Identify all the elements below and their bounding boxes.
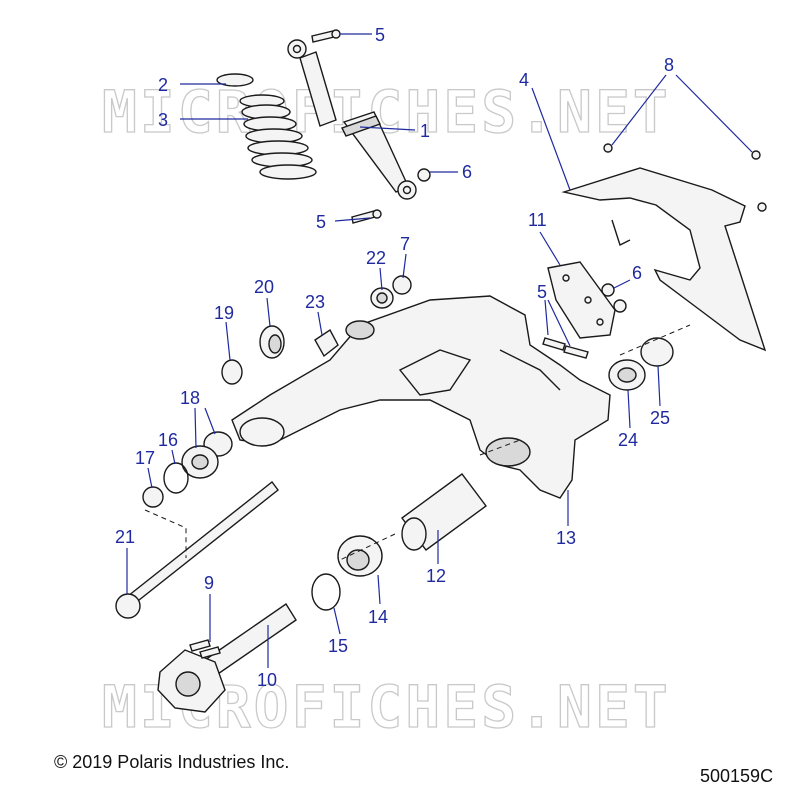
bushing-19 (221, 359, 243, 385)
washer-17 (142, 486, 164, 508)
chain-guard (561, 143, 767, 352)
callout-11: 11 (528, 210, 547, 230)
callout-2: 2 (158, 75, 168, 95)
bushing-25 (640, 337, 674, 367)
bolt-top (311, 29, 341, 43)
swing-arm (231, 295, 611, 499)
bushing-7 (392, 275, 412, 295)
coil-spring (216, 73, 317, 180)
callout-16: 16 (158, 430, 178, 450)
snap-ring-15 (311, 573, 341, 611)
callout-20: 20 (254, 277, 274, 297)
callout-3: 3 (158, 110, 168, 130)
drive-shaft (157, 603, 297, 713)
callout-5-mid: 5 (316, 212, 326, 232)
shock-absorber (287, 39, 417, 200)
drawing-number: 500159C (700, 766, 774, 786)
callout-15: 15 (328, 636, 348, 656)
callout-8: 8 (664, 55, 674, 75)
sleeve-12 (401, 473, 487, 551)
pivot-shaft (115, 481, 279, 619)
leader-lines (126, 33, 753, 668)
bearing-14 (337, 535, 383, 577)
callout-10: 10 (257, 670, 277, 690)
callout-14: 14 (368, 607, 388, 627)
snap-ring-16 (163, 462, 189, 494)
callout-6-top: 6 (462, 162, 472, 182)
bolt-mid (351, 209, 382, 224)
bushing-23 (314, 328, 339, 358)
copyright-notice: © 2019 Polaris Industries Inc. (54, 752, 290, 772)
callout-19: 19 (214, 303, 234, 323)
callout-5-right: 5 (537, 282, 547, 302)
callout-4: 4 (519, 70, 529, 90)
nut-6-top (417, 168, 431, 182)
callout-21: 21 (115, 527, 135, 547)
callout-7: 7 (400, 234, 410, 254)
callout-22: 22 (366, 248, 386, 268)
bearing-24 (608, 359, 646, 391)
callout-6-right: 6 (632, 263, 642, 283)
bushing-20 (259, 325, 285, 359)
callout-24: 24 (618, 430, 638, 450)
callout-23: 23 (305, 292, 325, 312)
callout-17: 17 (135, 448, 155, 468)
callout-13: 13 (556, 528, 576, 548)
callout-18: 18 (180, 388, 200, 408)
callout-5-top: 5 (375, 25, 385, 45)
callout-12: 12 (426, 566, 446, 586)
watermark-top: MICROFICHES.NET (102, 78, 671, 146)
callout-9: 9 (204, 573, 214, 593)
bearing-22 (370, 287, 394, 309)
bearing-18 (181, 431, 233, 479)
callout-25: 25 (650, 408, 670, 428)
mounting-bracket (542, 261, 627, 359)
callout-1: 1 (420, 121, 430, 141)
